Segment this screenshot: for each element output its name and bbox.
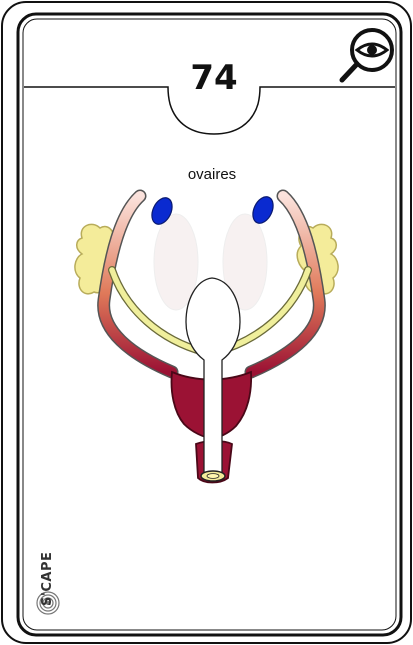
card-number: 74 [172, 58, 256, 98]
card-label: ovaires [150, 166, 274, 183]
brand-name: S'CAPE [40, 552, 55, 606]
